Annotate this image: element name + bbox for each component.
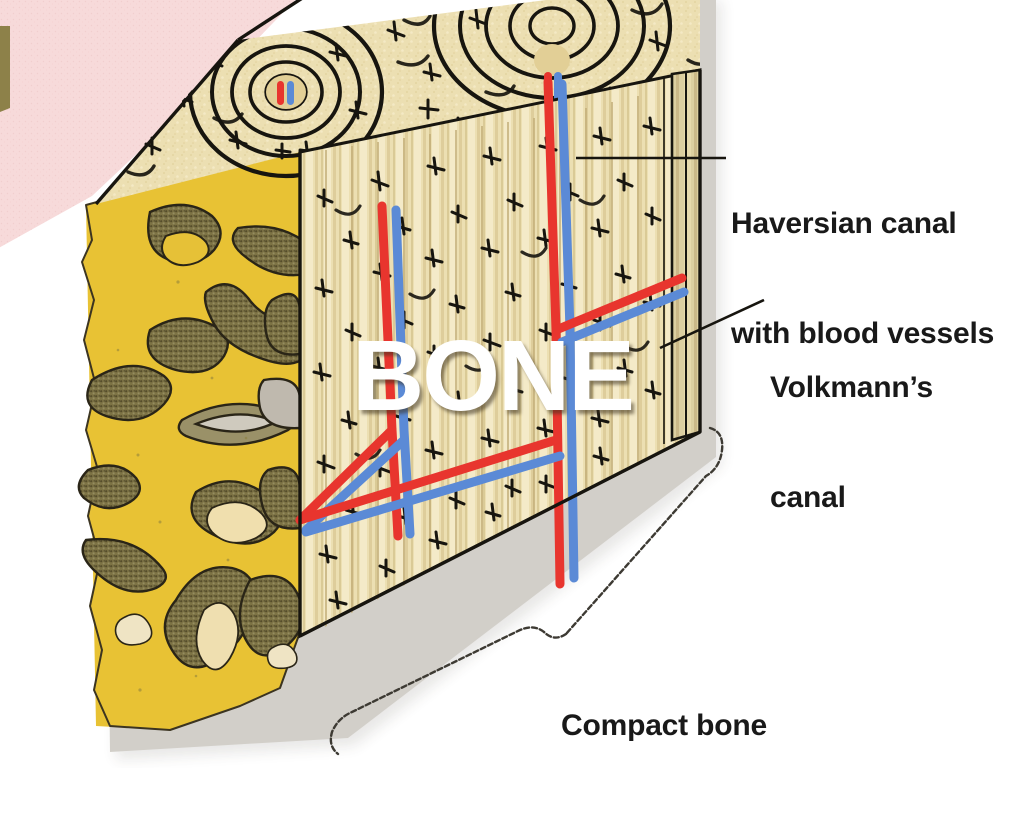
artery-transverse bbox=[295, 435, 561, 525]
leader-volkmann bbox=[659, 298, 765, 350]
pink-wedge-background bbox=[0, 0, 296, 248]
artery-branch-1 bbox=[295, 425, 397, 525]
vein-1 bbox=[287, 81, 294, 105]
label-haversian-line1: Haversian canal bbox=[731, 207, 957, 241]
bone-diagram-canvas: Haversian canal with blood vessels Volkm… bbox=[0, 0, 994, 756]
artery-volkmann bbox=[551, 273, 687, 335]
artery-1 bbox=[277, 81, 284, 105]
canaliculi-marks bbox=[312, 116, 662, 610]
block-outline bbox=[94, 0, 702, 638]
vessel-network bbox=[295, 77, 689, 589]
label-compact-line1: Compact bone bbox=[561, 709, 767, 743]
leader-lines bbox=[576, 156, 765, 350]
haversian-canal-2 bbox=[534, 44, 570, 76]
marrow-speckles bbox=[116, 280, 258, 692]
spongy-bone-region bbox=[77, 149, 321, 731]
label-volkmann-line1: Volkmann’s bbox=[770, 371, 934, 405]
vein-transverse bbox=[301, 451, 565, 537]
label-haversian-line2: with blood vessels bbox=[731, 316, 995, 350]
bone-title-overlay: BONE bbox=[352, 320, 635, 432]
label-haversian-canal: Haversian canal with blood vessels bbox=[731, 133, 994, 426]
label-compact-bone: Compact bone bbox=[561, 635, 767, 818]
label-volkmann-line2: canal bbox=[770, 480, 846, 514]
compact-bone-brace bbox=[329, 426, 724, 756]
vein-volkmann bbox=[557, 287, 689, 347]
left-edge-sliver bbox=[0, 26, 10, 112]
haversian-canal-1 bbox=[266, 75, 306, 109]
label-volkmanns-canal: Volkmann’s canal bbox=[770, 297, 933, 590]
trabeculae bbox=[77, 203, 321, 671]
bone-illustration bbox=[0, 0, 765, 756]
